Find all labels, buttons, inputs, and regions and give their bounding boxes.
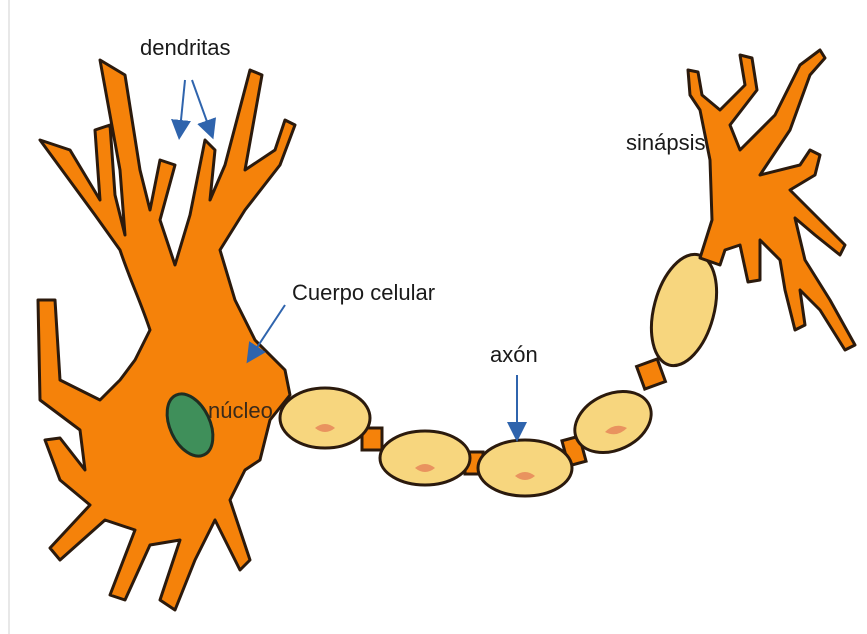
- dendrites-and-soma: [38, 60, 295, 610]
- label-sinapsis: sinápsis: [626, 130, 705, 155]
- dendritas-arrow-right: [192, 80, 210, 130]
- cell-body: [38, 60, 295, 610]
- cuerpo-celular-arrow: [252, 305, 285, 355]
- label-nucleo: núcleo: [208, 398, 273, 423]
- label-cuerpo-celular: Cuerpo celular: [292, 280, 435, 305]
- label-dendritas: dendritas: [140, 35, 231, 60]
- dendritas-arrow-left: [180, 80, 185, 130]
- label-axon: axón: [490, 342, 538, 367]
